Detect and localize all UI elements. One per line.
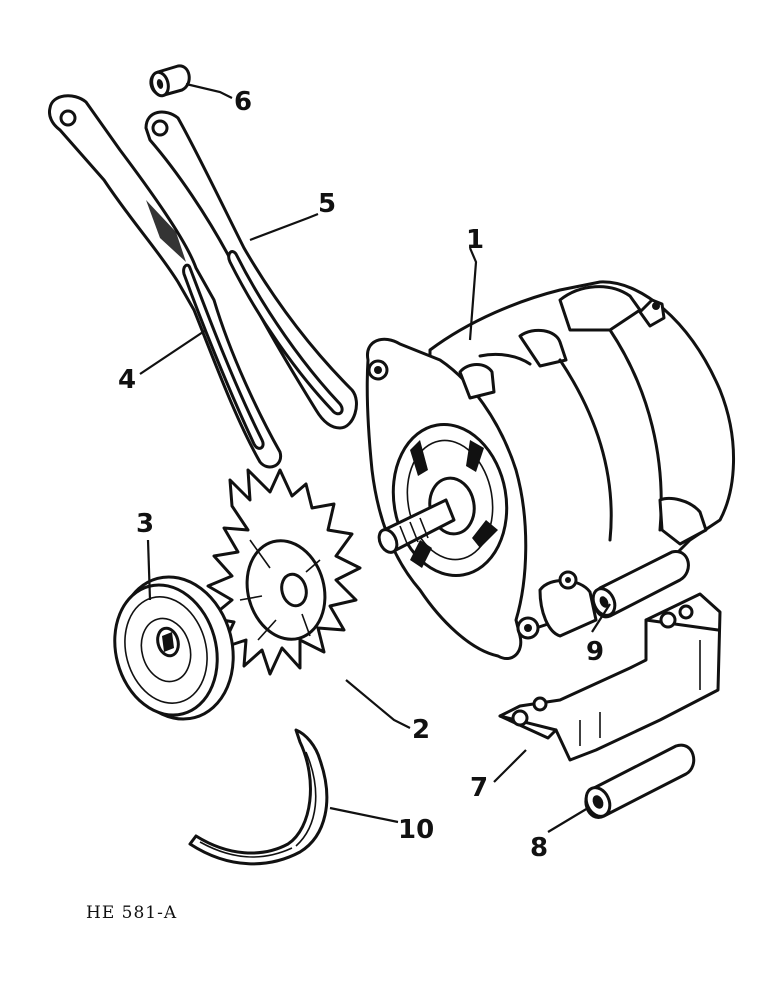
leader-8 xyxy=(547,807,589,833)
callout-8: 8 xyxy=(530,833,548,863)
callout-3: 3 xyxy=(136,509,154,539)
leader-7 xyxy=(493,749,527,783)
callout-4: 4 xyxy=(118,365,136,395)
leader-10 xyxy=(329,806,399,824)
callout-9: 9 xyxy=(586,637,604,667)
leader-lines xyxy=(139,82,611,833)
figure-code: HE 581-A xyxy=(86,903,177,923)
part-6-bushing xyxy=(149,64,191,98)
callout-5: 5 xyxy=(318,189,336,219)
leader-4 xyxy=(139,329,207,375)
leader-9 xyxy=(591,603,611,633)
part-2-fan xyxy=(206,468,362,676)
part-8-sleeve xyxy=(584,743,696,819)
callout-7: 7 xyxy=(470,773,488,803)
leader-5 xyxy=(249,212,319,242)
callout-6: 6 xyxy=(234,87,252,117)
part-1-alternator xyxy=(365,280,735,660)
leader-3 xyxy=(146,539,152,601)
part-9-spacer xyxy=(591,550,690,619)
part-3-pulley xyxy=(113,575,235,721)
leader-2 xyxy=(345,679,411,729)
part-5-brace xyxy=(144,110,358,430)
callout-10: 10 xyxy=(398,815,434,845)
callout-2: 2 xyxy=(412,715,430,745)
leader-6 xyxy=(185,82,233,99)
leader-1 xyxy=(468,247,478,341)
part-7-bracket xyxy=(498,592,722,762)
callout-1: 1 xyxy=(466,225,484,255)
part-4-brace xyxy=(48,94,283,469)
part-10-belt xyxy=(188,728,329,866)
